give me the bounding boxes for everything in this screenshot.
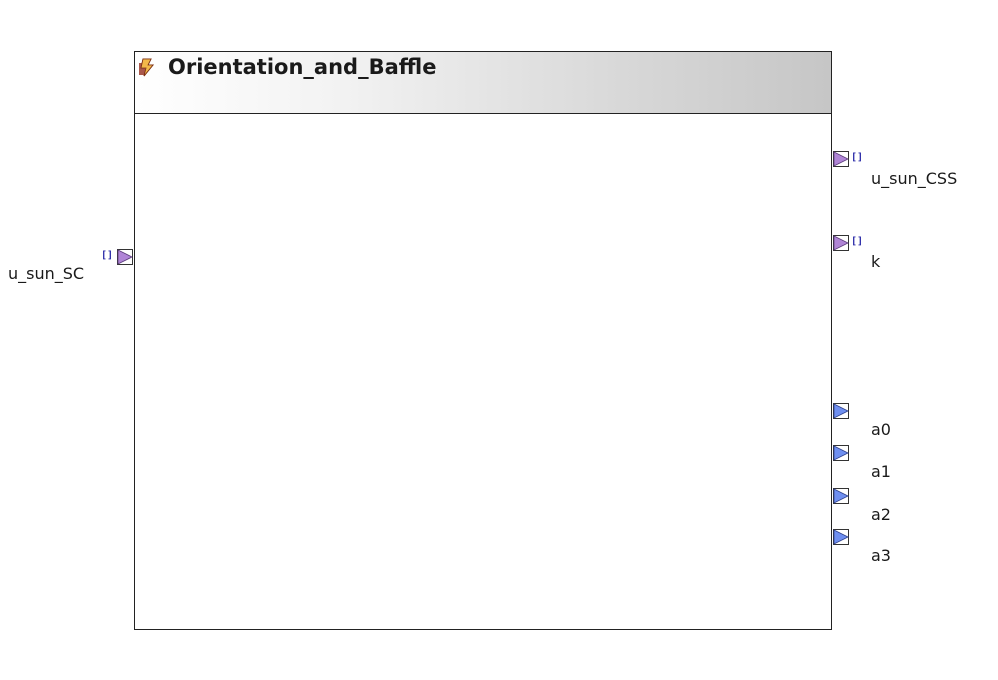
output-port-a1[interactable]: [833, 445, 849, 461]
output-port-k[interactable]: [833, 235, 849, 251]
block-title: Orientation_and_Baffle: [168, 55, 437, 79]
array-marker: []: [851, 152, 864, 163]
port-label-u_sun_CSS: u_sun_CSS: [871, 169, 958, 188]
output-port-a0[interactable]: [833, 403, 849, 419]
output-port-u_sun_CSS[interactable]: [833, 151, 849, 167]
output-port-a2[interactable]: [833, 488, 849, 504]
block-header[interactable]: Orientation_and_Baffle: [135, 52, 831, 114]
port-label-k: k: [871, 252, 881, 271]
input-port-u_sun_SC[interactable]: [117, 249, 133, 265]
subsystem-block[interactable]: Orientation_and_Baffle: [134, 51, 832, 630]
port-label-a2: a2: [871, 505, 891, 524]
port-label-a3: a3: [871, 546, 891, 565]
output-port-a3[interactable]: [833, 529, 849, 545]
lightning-block-icon: [137, 56, 159, 78]
port-label-a1: a1: [871, 462, 891, 481]
array-marker: []: [851, 236, 864, 247]
port-label-a0: a0: [871, 420, 891, 439]
port-label-u_sun_SC: u_sun_SC: [8, 264, 85, 283]
array-marker: []: [101, 250, 114, 261]
